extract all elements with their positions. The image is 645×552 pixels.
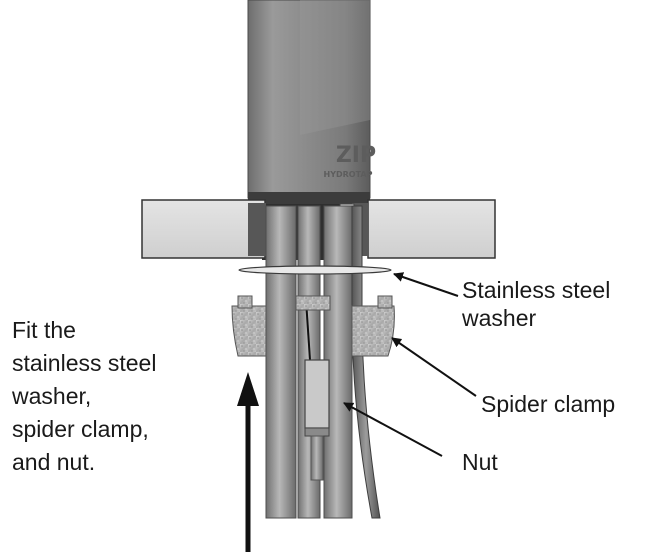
instruction-text: Fit the stainless steel washer, spider c… (12, 314, 156, 479)
instruction-line: Fit the (12, 317, 76, 343)
up-arrow-icon (237, 372, 259, 552)
brand-logo: ZIP (336, 143, 376, 168)
label-washer-line-1: Stainless steel (462, 277, 611, 303)
instruction-line: and nut. (12, 449, 96, 475)
washer-leader-line (393, 272, 459, 297)
spider-clamp (231, 295, 395, 357)
label-washer-line-2: washer (462, 305, 537, 331)
label-stainless-steel-washer: Stainless steel washer (462, 276, 610, 332)
label-nut: Nut (462, 449, 498, 475)
label-spider-clamp: Spider clamp (481, 391, 616, 417)
instruction-line: stainless steel (12, 350, 157, 376)
spider-clamp-leader-line (391, 337, 477, 397)
stainless-steel-washer (238, 265, 392, 275)
nut (304, 359, 330, 481)
nut-leader-line (343, 402, 443, 457)
brand-name: HYDROTAP (324, 170, 373, 179)
instruction-line: washer, (12, 383, 92, 409)
instruction-line: spider clamp, (12, 416, 149, 442)
tap-housing: ZIP HYDROTAP (247, 0, 376, 206)
